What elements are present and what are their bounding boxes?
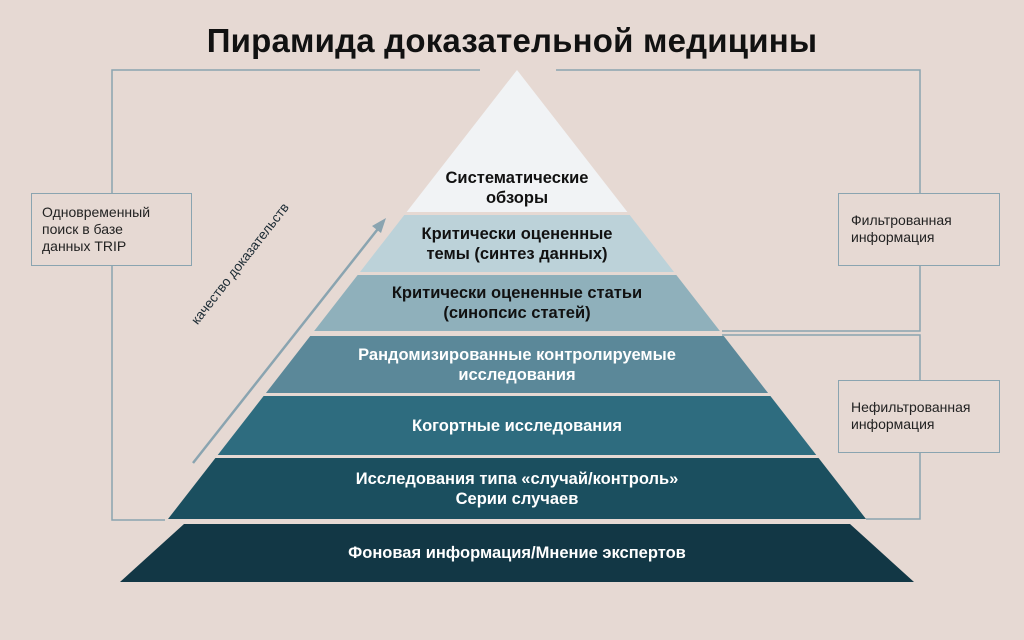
tier-label-line: исследования — [458, 365, 576, 384]
trip-search-box: Одновременный поиск в базе данных TRIP — [31, 193, 192, 266]
arrow-up-right-icon — [192, 218, 386, 464]
tier-label-3: Критически оцененные статьи (синопсис ста… — [392, 283, 642, 323]
pyramid-tier-2 — [359, 215, 675, 272]
trip-search-line: Одновременный — [42, 204, 151, 220]
pyramid-tier-3 — [314, 275, 720, 331]
pyramid-tier-5 — [217, 396, 817, 455]
unfiltered-info-box: Нефильтрованная информация — [838, 380, 1000, 453]
pyramid-tier-1 — [406, 70, 628, 212]
pyramid-tier-7 — [120, 524, 914, 582]
tier-label-line: темы (синтез данных) — [426, 244, 608, 263]
tier-label-line: обзоры — [485, 189, 549, 207]
tier-label-line: Когортные исследования — [412, 416, 622, 435]
tier-label-5: Когортные исследования — [412, 416, 622, 436]
tier-label-line: Систематические — [445, 169, 589, 187]
left-frame-line — [111, 69, 480, 521]
tier-label-6: Исследования типа «случай/контроль»Серии… — [356, 469, 679, 509]
unfiltered-info-line: Нефильтрованная — [851, 399, 971, 415]
filtered-info-box: Фильтрованная информация — [838, 193, 1000, 266]
tier-label-line: Критически оцененные — [421, 224, 613, 243]
tier-label-7: Фоновая информация/Мнение экспертов — [348, 543, 686, 563]
tier-label-line: Рандомизированные контролируемые — [358, 345, 676, 364]
tier-label-line: Исследования типа «случай/контроль» — [355, 469, 679, 488]
tier-label-line: (синопсис статей) — [443, 304, 591, 322]
pyramid-tier-4 — [265, 336, 769, 393]
trip-search-line: данных TRIP — [42, 238, 127, 254]
tier-label-line: Критически оцененные статьи — [391, 284, 643, 302]
tier-label-line: Фоновая информация/Мнение экспертов — [348, 544, 686, 562]
page-title: Пирамида доказательной медицины — [206, 22, 818, 59]
trip-search-line: поиск в базе — [42, 221, 123, 237]
filtered-info-line: Фильтрованная — [851, 212, 952, 228]
tier-label-1: Систематические обзоры — [446, 168, 589, 208]
pyramid-tier-6 — [168, 458, 866, 519]
unfiltered-info-line: информация — [851, 416, 935, 432]
tier-label-line: Серии случаев — [455, 489, 579, 508]
filtered-info-line: информация — [851, 229, 935, 245]
